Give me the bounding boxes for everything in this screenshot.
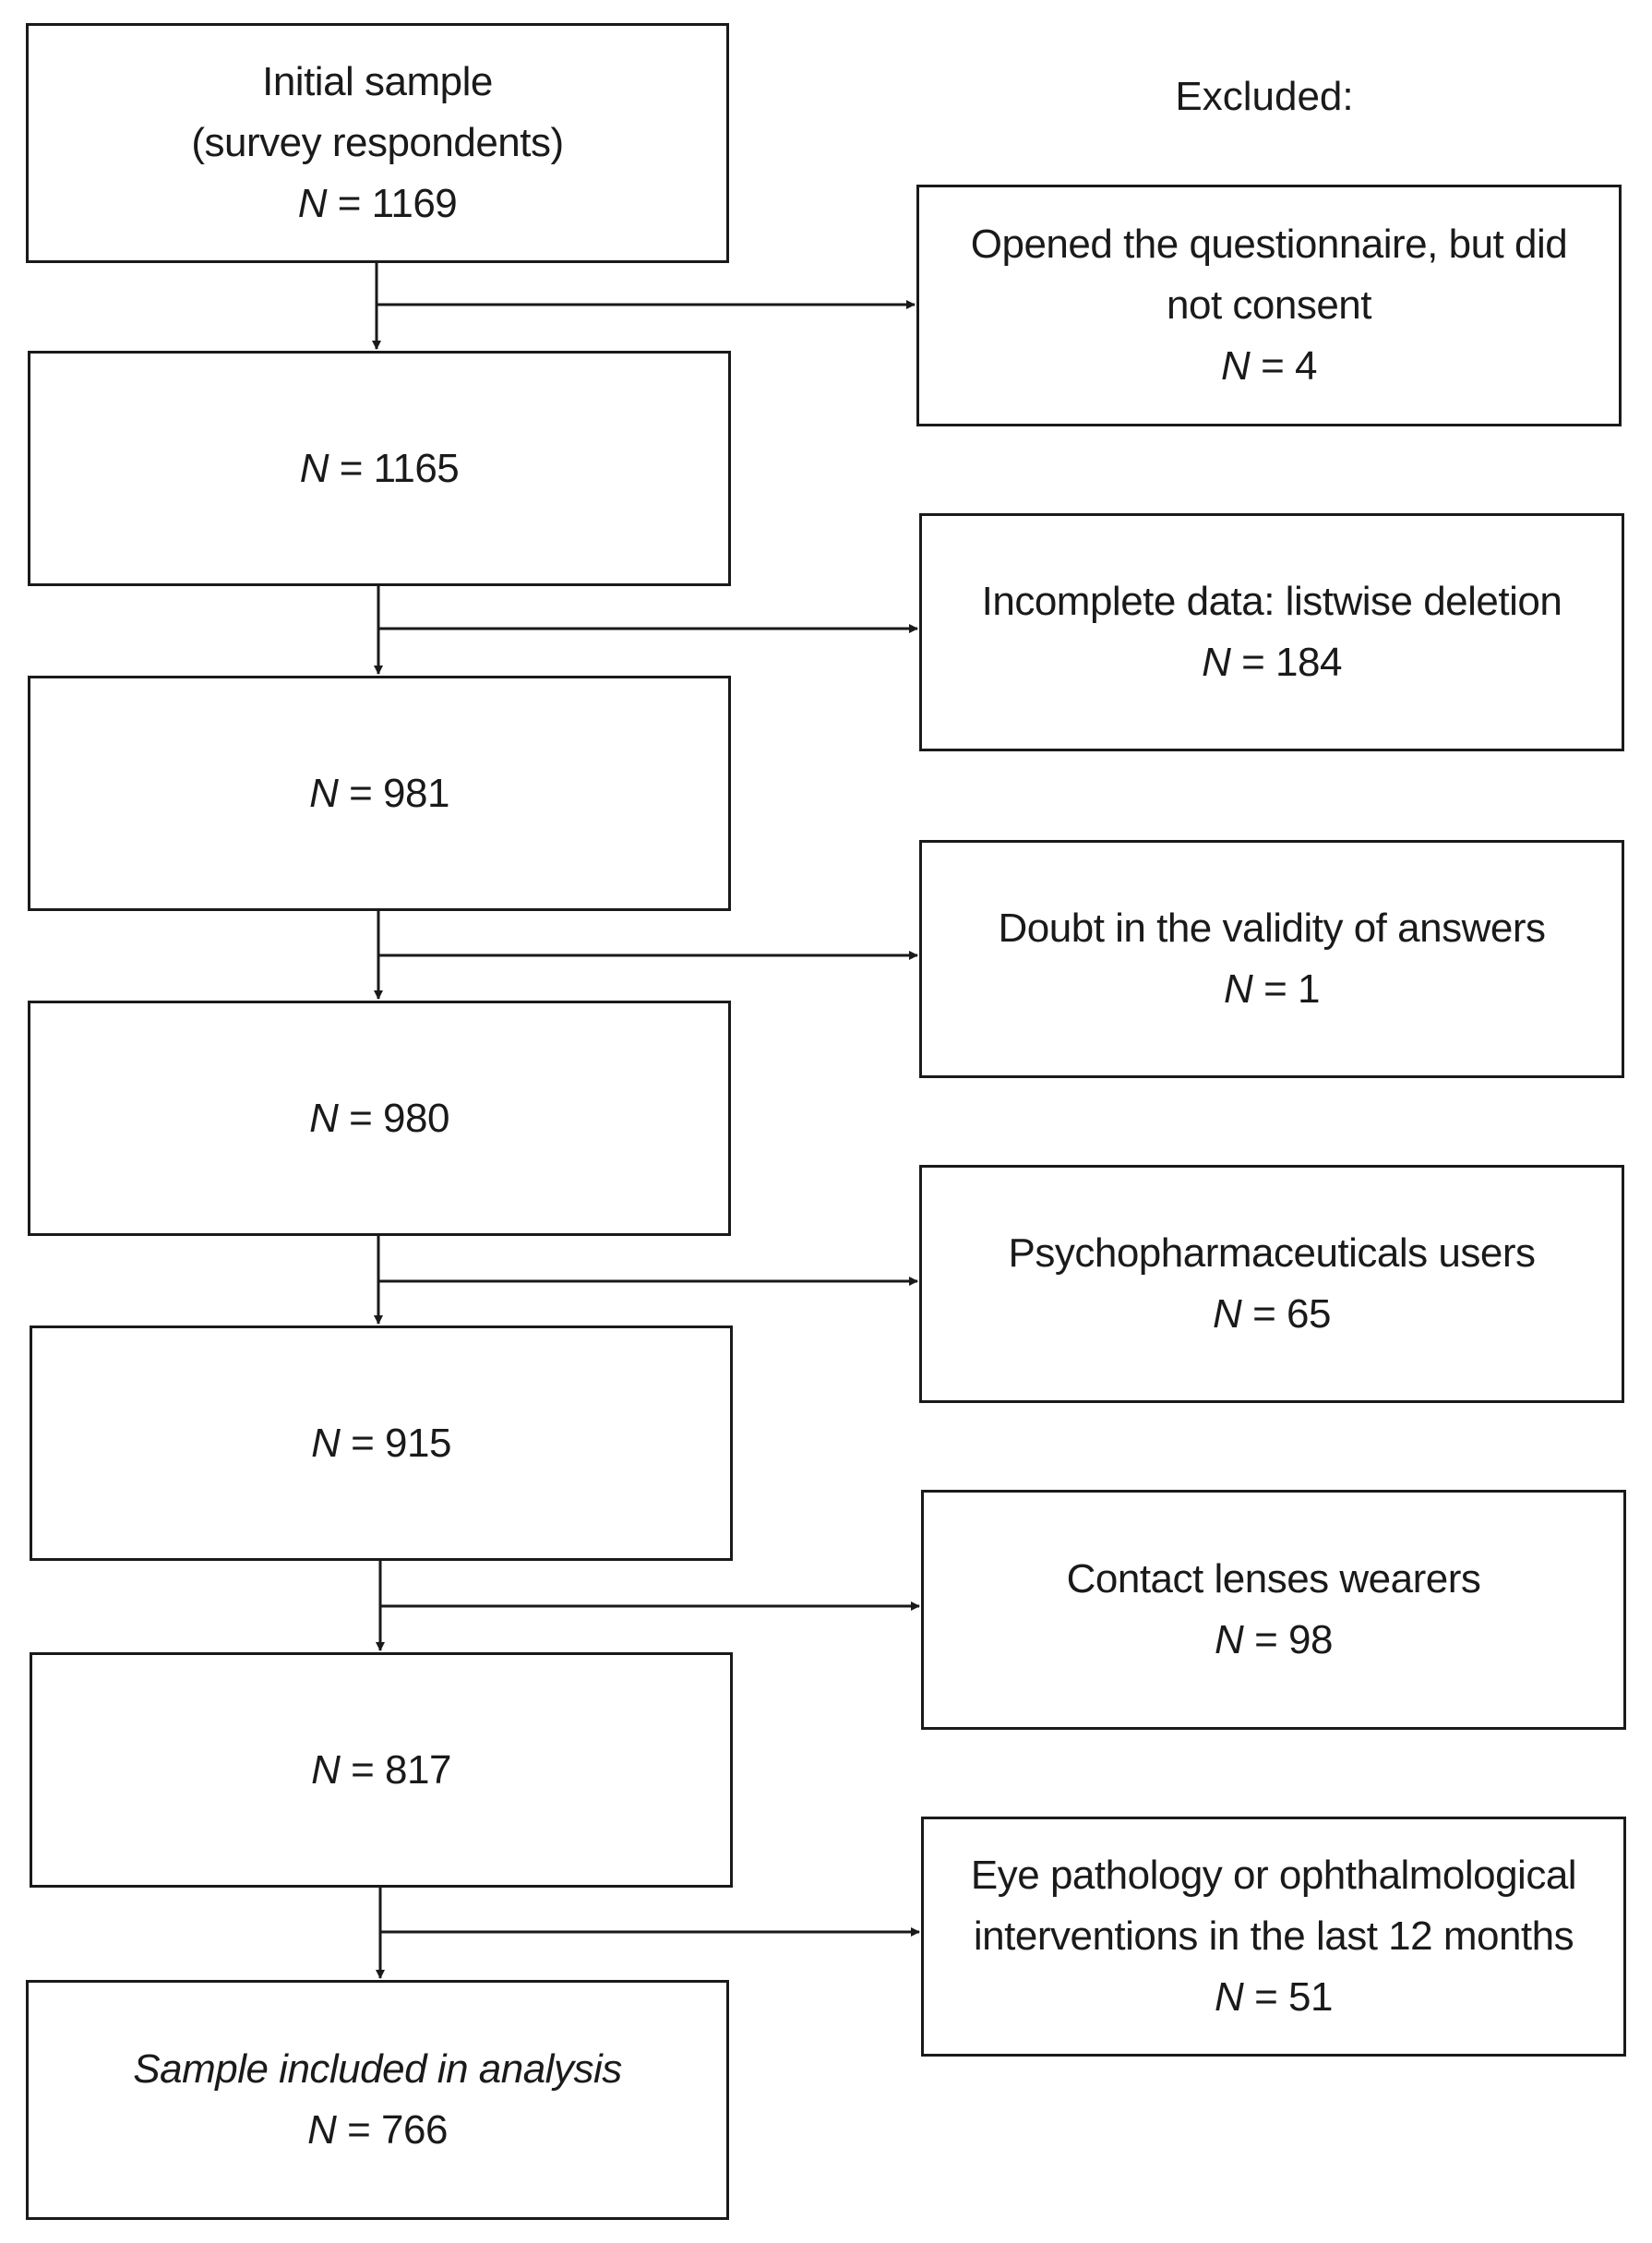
excluded-count: N = 184	[1202, 640, 1342, 685]
step-box-915: N = 915	[30, 1325, 733, 1561]
excluded-heading: Excluded:	[1175, 74, 1354, 119]
exclusion-box-incomplete-data: Incomplete data: listwise deletion N = 1…	[919, 513, 1624, 751]
exclusion-box-no-consent: Opened the questionnaire, but did not co…	[916, 185, 1622, 426]
box-label-line: interventions in the last 12 months	[973, 1913, 1574, 1959]
box-label-line: Doubt in the validity of answers	[998, 906, 1546, 951]
initial-sample-box: Initial sample (survey respondents) N = …	[26, 23, 729, 263]
final-sample-box: Sample included in analysis N = 766	[26, 1980, 729, 2220]
sample-size: N = 980	[309, 1095, 449, 1141]
step-box-980: N = 980	[28, 1001, 731, 1236]
box-label-line: Initial sample	[262, 59, 493, 104]
exclusion-box-doubt-validity: Doubt in the validity of answers N = 1	[919, 840, 1624, 1078]
excluded-count: N = 98	[1215, 1617, 1333, 1662]
excluded-count: N = 4	[1221, 343, 1317, 389]
box-label-line: Opened the questionnaire, but did	[970, 222, 1568, 267]
step-box-981: N = 981	[28, 676, 731, 911]
box-label-line: Eye pathology or ophthalmological	[970, 1853, 1577, 1898]
exclusion-box-contact-lenses: Contact lenses wearers N = 98	[921, 1490, 1626, 1730]
box-label-line: Psychopharmaceuticals users	[1008, 1230, 1536, 1276]
box-label-line: (survey respondents)	[191, 120, 564, 165]
box-label-line: Incomplete data: listwise deletion	[981, 579, 1562, 624]
step-box-817: N = 817	[30, 1652, 733, 1888]
box-label-line: Sample included in analysis	[133, 2046, 622, 2092]
exclusion-box-psychopharmaceuticals: Psychopharmaceuticals users N = 65	[919, 1165, 1624, 1403]
excluded-count: N = 65	[1213, 1291, 1331, 1337]
sample-size: N = 817	[311, 1746, 451, 1793]
sample-size: N = 981	[309, 770, 449, 816]
exclusion-box-eye-pathology: Eye pathology or ophthalmological interv…	[921, 1817, 1626, 2057]
sample-size: N = 915	[311, 1420, 451, 1466]
step-box-1165: N = 1165	[28, 351, 731, 586]
sample-size: N = 1169	[297, 181, 458, 226]
sample-size: N = 766	[307, 2107, 448, 2153]
excluded-count: N = 51	[1215, 1974, 1333, 2020]
box-label-line: not consent	[1167, 282, 1372, 328]
sample-size: N = 1165	[299, 445, 460, 491]
excluded-count: N = 1	[1224, 966, 1320, 1012]
box-label-line: Contact lenses wearers	[1066, 1556, 1481, 1601]
